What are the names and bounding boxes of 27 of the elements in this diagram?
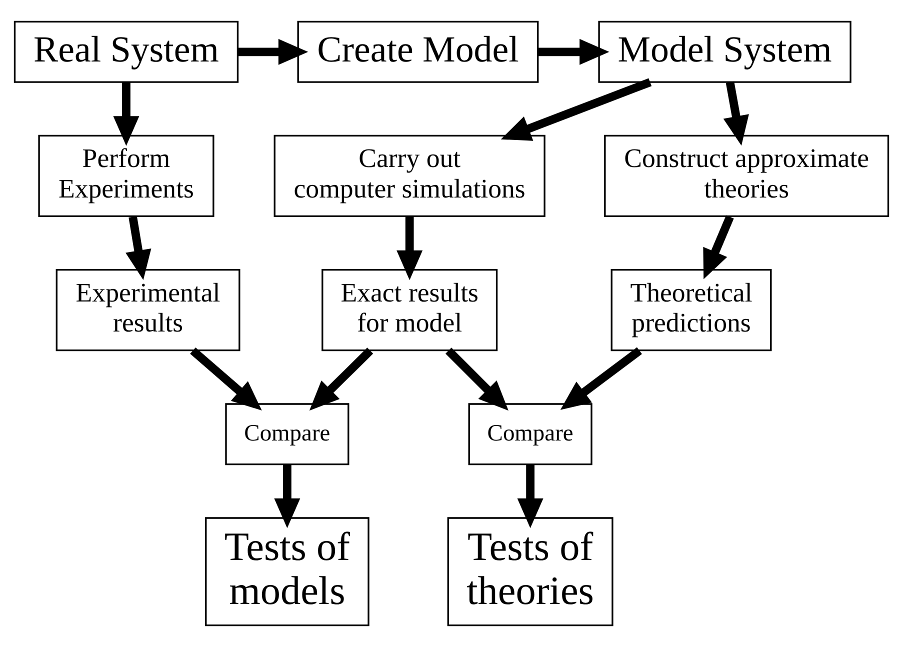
arrow [703, 214, 734, 279]
node-box: Compare [225, 402, 350, 465]
arrow [500, 78, 652, 140]
arrow [274, 464, 300, 528]
arrow [190, 346, 262, 410]
arrow [126, 216, 152, 280]
arrow [723, 80, 749, 146]
node-box: Construct approximate theories [604, 134, 890, 217]
node-box: Perform Experiments [38, 134, 214, 217]
node-box: Exact results for model [322, 268, 498, 351]
node-box: Compare [468, 402, 592, 465]
arrow [560, 346, 642, 410]
arrow [238, 38, 308, 64]
arrow [446, 347, 508, 410]
node-box: Tests of models [205, 516, 370, 626]
node-box: Carry out computer simulations [274, 134, 546, 217]
node-box: Tests of theories [447, 516, 614, 626]
arrow [538, 38, 610, 64]
arrow [113, 82, 140, 146]
arrow [396, 216, 423, 280]
node-box: Experimental results [56, 268, 240, 351]
node-box: Create Model [297, 20, 539, 82]
arrow [309, 347, 374, 410]
node-box: Theoretical predictions [610, 268, 772, 351]
node-box: Model System [598, 20, 852, 82]
arrow [517, 464, 544, 528]
node-box: Real System [14, 20, 239, 82]
